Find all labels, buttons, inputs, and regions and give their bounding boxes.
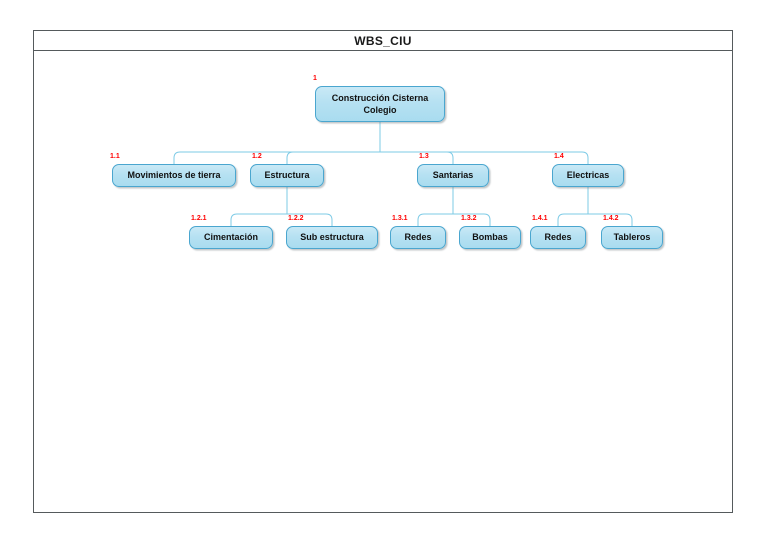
wbs-index-n14: 1.4 [554,153,564,160]
wbs-node-label: Construcción Cisterna Colegio [331,93,429,115]
connector-root [173,122,589,164]
wbs-index-n141: 1.4.1 [532,215,548,222]
wbs-node-n141[interactable]: Redes [530,226,586,249]
wbs-node-n121[interactable]: Cimentación [189,226,273,249]
wbs-node-n142[interactable]: Tableros [601,226,663,249]
wbs-index-n132: 1.3.2 [461,215,477,222]
wbs-node-label: Sub estructura [300,232,364,242]
wbs-node-label: Redes [544,232,572,242]
wbs-index-n122: 1.2.2 [288,215,304,222]
wbs-index-root: 1 [313,75,317,82]
wbs-node-n12[interactable]: Estructura [250,164,324,187]
wbs-node-n13[interactable]: Santarias [417,164,489,187]
wbs-node-label: Estructura [264,170,310,180]
wbs-node-label: Electricas [566,170,610,180]
wbs-index-n142: 1.4.2 [603,215,619,222]
wbs-node-n132[interactable]: Bombas [459,226,521,249]
wbs-index-n131: 1.3.1 [392,215,408,222]
wbs-node-label: Tableros [613,232,651,242]
connector-n13 [417,187,491,226]
diagram-title: WBS_CIU [354,33,412,48]
connector-n14 [557,187,633,226]
wbs-node-n14[interactable]: Electricas [552,164,624,187]
wbs-node-root[interactable]: Construcción Cisterna Colegio [315,86,445,122]
wbs-index-n11: 1.1 [110,153,120,160]
wbs-node-n122[interactable]: Sub estructura [286,226,378,249]
connector-n12 [230,187,333,226]
wbs-node-label: Redes [404,232,432,242]
wbs-index-n12: 1.2 [252,153,262,160]
wbs-index-n13: 1.3 [419,153,429,160]
wbs-node-n11[interactable]: Movimientos de tierra [112,164,236,187]
wbs-node-label: Bombas [472,232,508,242]
wbs-index-n121: 1.2.1 [191,215,207,222]
wbs-node-label: Santarias [432,170,474,180]
diagram-title-bar: WBS_CIU [34,31,732,51]
wbs-node-n131[interactable]: Redes [390,226,446,249]
wbs-node-label: Cimentación [203,232,258,242]
wbs-node-label: Movimientos de tierra [127,170,221,180]
